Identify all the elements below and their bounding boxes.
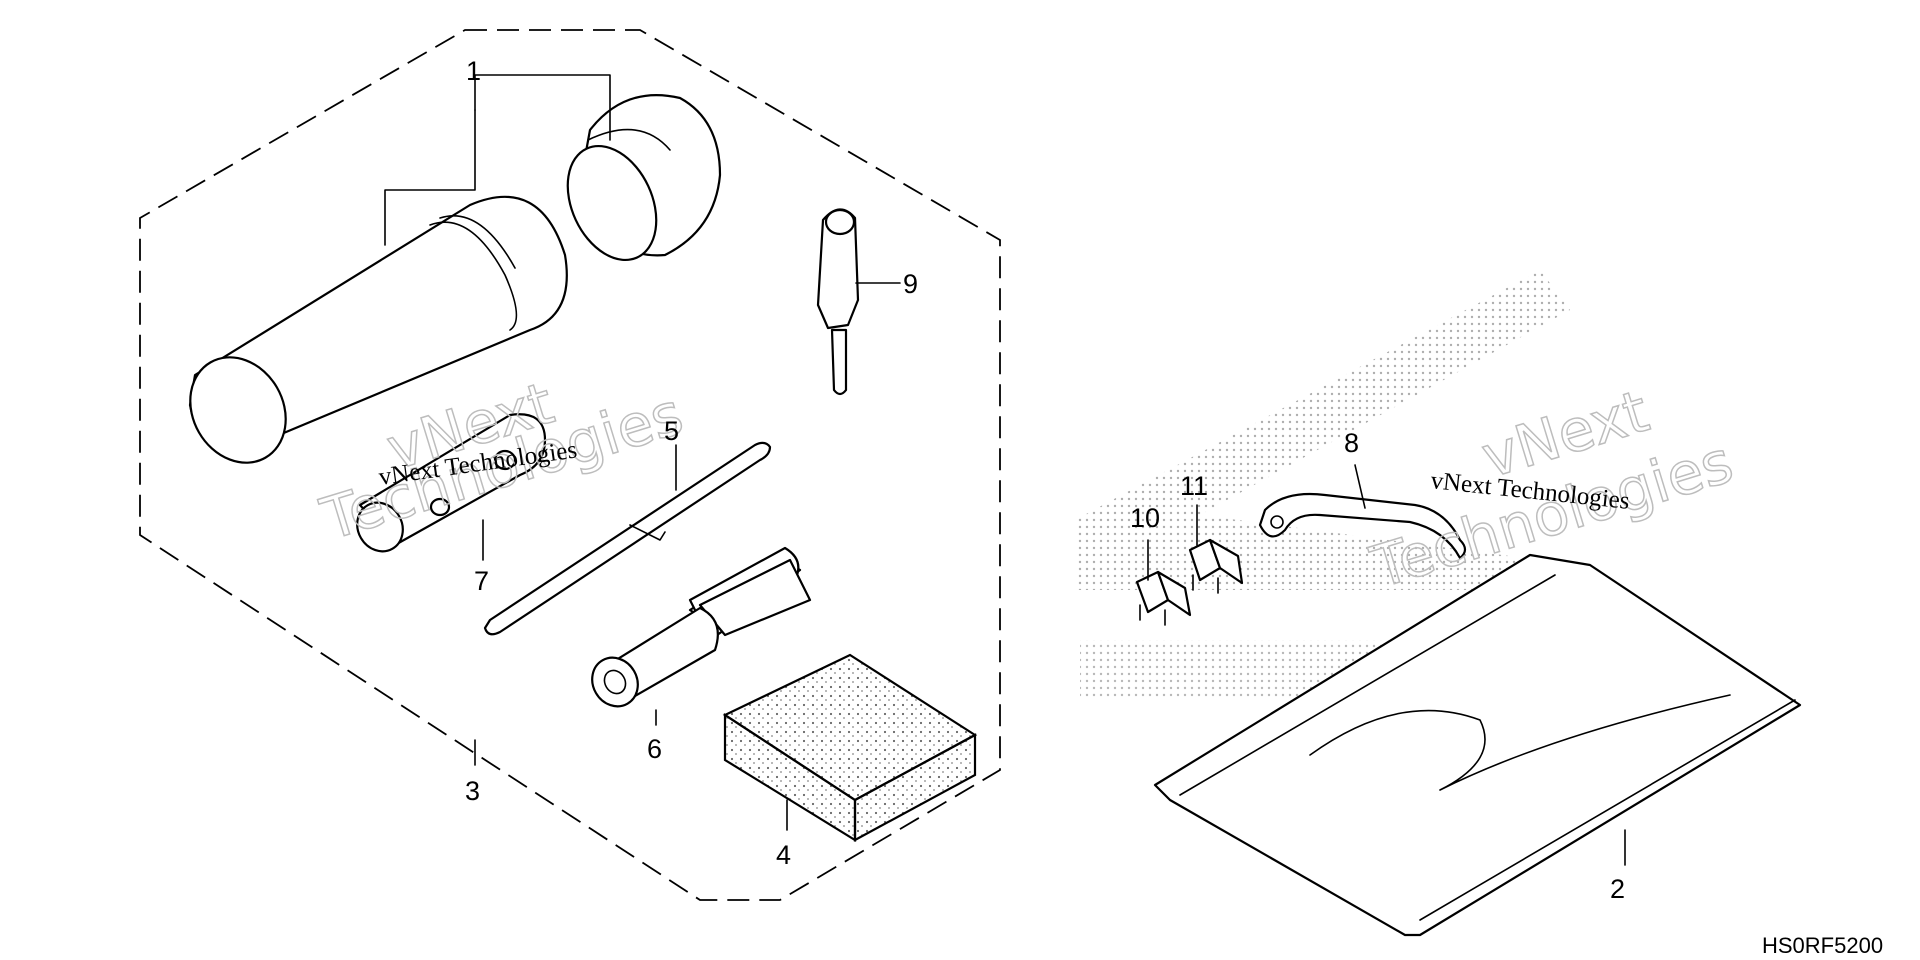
callout-3: 3: [465, 776, 480, 806]
callout-8: 8: [1344, 428, 1359, 458]
leader-lines: [384, 74, 1626, 866]
tool-case-drawing: [188, 94, 722, 464]
fuse-11-drawing: [1188, 538, 1244, 594]
fuse-10-drawing: [1135, 570, 1192, 626]
callout-11: 11: [1180, 471, 1208, 501]
callout-5: 5: [664, 416, 679, 446]
screwdriver-shaft-drawing: [483, 441, 772, 636]
callout-1: 1: [466, 56, 481, 86]
screwdriver-handle-drawing: [591, 546, 812, 708]
callout-7: 7: [474, 566, 489, 596]
bar-tool-drawing: [1258, 492, 1467, 560]
pouch-drawing: [1153, 553, 1802, 937]
part-code: HS0RF5200: [1762, 933, 1883, 958]
tool-bag-outline: [139, 29, 1001, 901]
plug-wrench-drawing: [356, 413, 547, 553]
sponge-block-drawing: [722, 653, 978, 842]
callouts: 1 2 3 4 5 6 7 8 9 10 11: [465, 56, 1625, 904]
callout-2: 2: [1610, 874, 1625, 904]
callout-4: 4: [776, 840, 791, 870]
callout-9: 9: [903, 269, 918, 299]
grip-tool-drawing: [816, 208, 860, 396]
callout-6: 6: [647, 734, 662, 764]
callout-10: 10: [1130, 503, 1160, 533]
